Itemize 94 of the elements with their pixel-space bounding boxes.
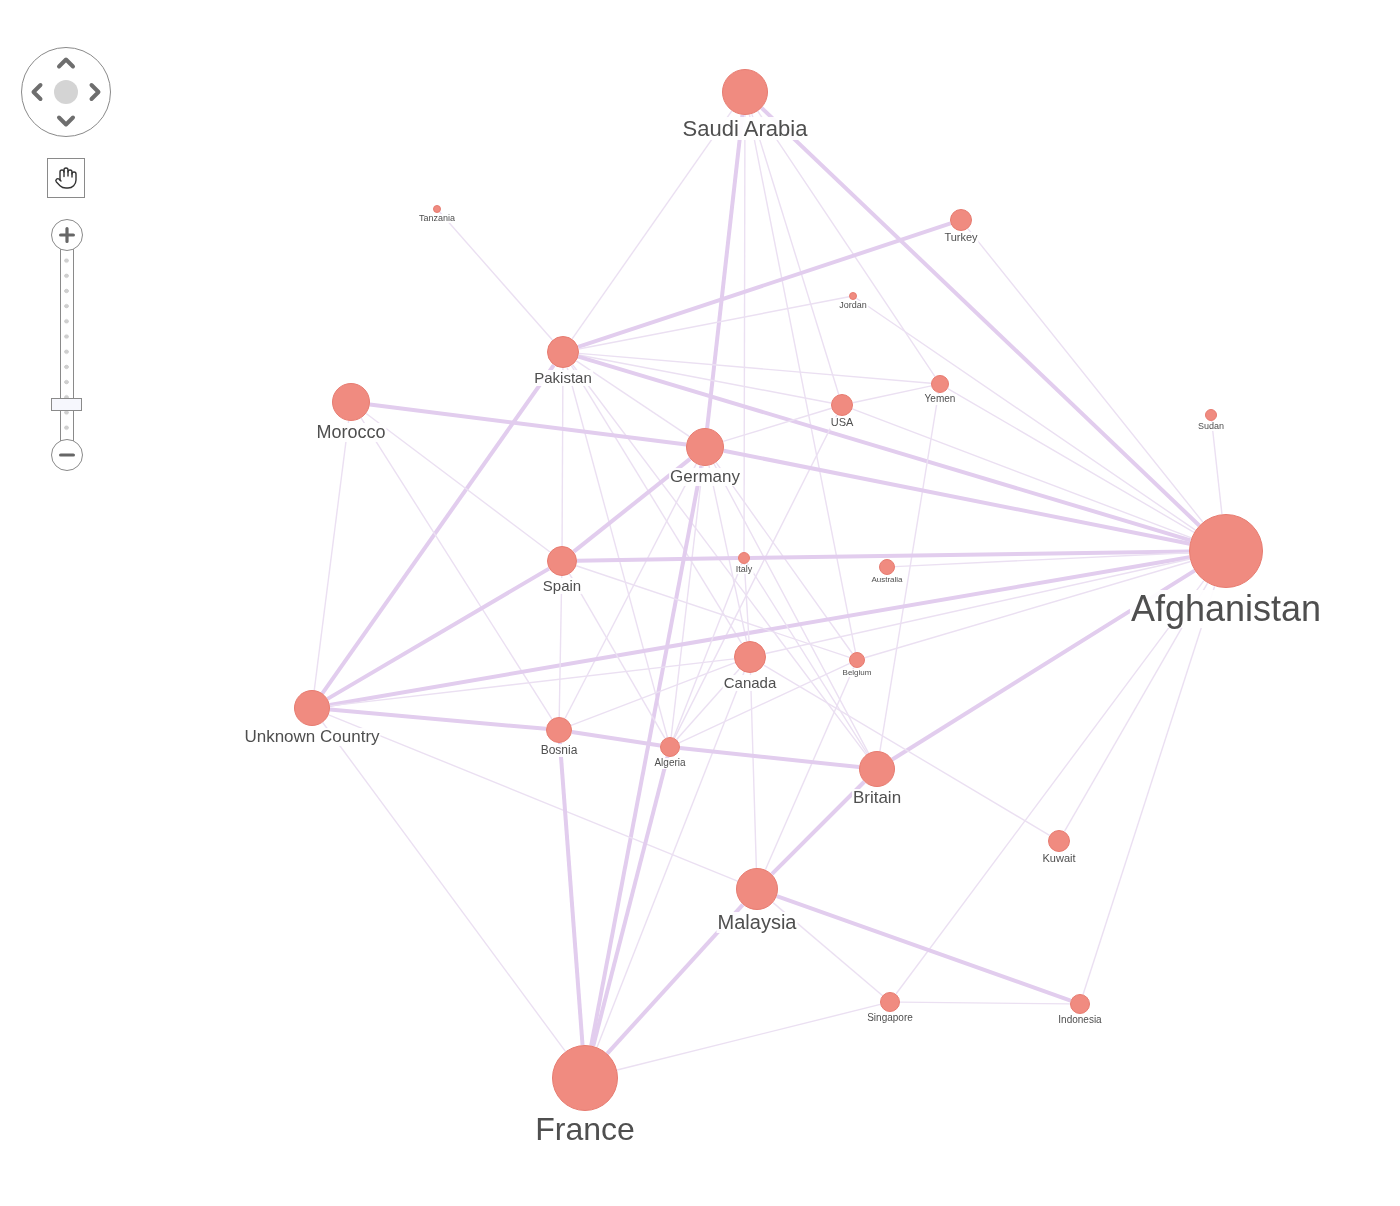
country-label: Italy: [734, 565, 754, 575]
connection-line: [863, 560, 1192, 659]
connection-line: [772, 901, 884, 997]
connection-line: [605, 903, 745, 1055]
country-label: Jordan: [838, 301, 868, 311]
connection-line: [764, 666, 855, 871]
connection-line: [329, 707, 547, 731]
country-label: Turkey: [943, 232, 979, 244]
connection-line: [578, 352, 932, 384]
connection-line: [770, 780, 866, 876]
country-label: Spain: [541, 578, 583, 594]
country-label: Canada: [722, 675, 778, 691]
country-label: USA: [829, 417, 855, 429]
connection-line: [589, 465, 704, 1046]
connection-line: [891, 568, 1196, 762]
country-label: Pakistan: [533, 370, 593, 386]
connection-line: [578, 354, 832, 404]
connection-line: [568, 573, 666, 740]
connection-line: [1210, 420, 1223, 515]
connection-line: [722, 407, 833, 443]
connection-line: [566, 366, 669, 739]
connection-line: [715, 461, 854, 655]
connection-line: [576, 556, 739, 563]
country-label: Singapore: [866, 1013, 914, 1024]
country-label: Morocco: [315, 423, 387, 442]
connection-line: [571, 110, 733, 340]
connection-line: [776, 894, 1072, 1003]
connection-line: [557, 742, 585, 1046]
country-label: Bosnia: [539, 744, 579, 757]
connection-line: [327, 714, 739, 882]
connection-line: [749, 549, 1190, 560]
connection-line: [673, 414, 838, 739]
connection-line: [851, 408, 1193, 539]
connection-line: [852, 385, 932, 404]
connection-line: [967, 227, 1204, 523]
connection-line: [672, 562, 743, 739]
connection-line: [596, 671, 745, 1048]
connection-line: [577, 221, 952, 349]
connection-line: [369, 402, 687, 447]
connection-line: [757, 110, 936, 378]
connection-line: [577, 354, 1192, 543]
connection-line: [746, 562, 869, 755]
connection-line: [575, 360, 690, 438]
connection-line: [679, 746, 860, 770]
country-label: Malaysia: [716, 912, 798, 933]
connection-line: [705, 114, 745, 429]
connection-line: [591, 756, 670, 1047]
connection-line: [558, 575, 563, 718]
connection-line: [895, 579, 1205, 995]
connection-line: [713, 463, 870, 754]
connection-line: [564, 463, 697, 720]
country-label: Belgium: [841, 669, 873, 678]
connection-line: [360, 417, 553, 720]
connection-line: [749, 672, 758, 869]
connection-line: [763, 664, 1051, 837]
connection-line: [322, 721, 567, 1053]
country-label: Kuwait: [1041, 853, 1077, 865]
connection-line: [723, 448, 1191, 546]
connection-line: [947, 387, 1195, 534]
connection-line: [764, 558, 1191, 655]
connection-line: [326, 566, 551, 701]
connection-line: [313, 420, 350, 691]
country-label: Tanzania: [418, 214, 456, 224]
country-label: Saudi Arabia: [681, 117, 809, 141]
country-label: Yemen: [923, 394, 957, 405]
connection-line: [678, 662, 851, 744]
country-label: Sudan: [1197, 422, 1225, 432]
connection-line: [570, 364, 743, 645]
connection-line: [743, 563, 750, 642]
connection-line: [320, 363, 556, 695]
connection-line: [855, 297, 1197, 531]
connection-line: [570, 662, 736, 727]
connection-line: [894, 552, 1190, 568]
connection-line: [572, 457, 692, 554]
country-label: Australia: [870, 576, 904, 585]
connection-line: [571, 730, 661, 748]
connection-line: [670, 465, 704, 738]
connection-line: [1082, 585, 1216, 996]
connection-line: [708, 464, 748, 643]
connection-line: [751, 113, 840, 396]
connection-line: [329, 555, 1190, 707]
connection-line: [578, 296, 850, 350]
country-label: Indonesia: [1057, 1015, 1103, 1026]
connection-line: [575, 565, 851, 659]
connection-line: [760, 106, 1201, 527]
connection-line: [438, 211, 554, 341]
connection-line: [748, 113, 857, 653]
country-label: Algeria: [653, 758, 687, 769]
country-label: Unknown Country: [243, 728, 381, 746]
connection-line: [571, 364, 867, 756]
country-label: Germany: [669, 468, 741, 486]
connection-line: [616, 1003, 881, 1071]
connection-line: [329, 658, 735, 707]
connection-line: [365, 412, 551, 553]
